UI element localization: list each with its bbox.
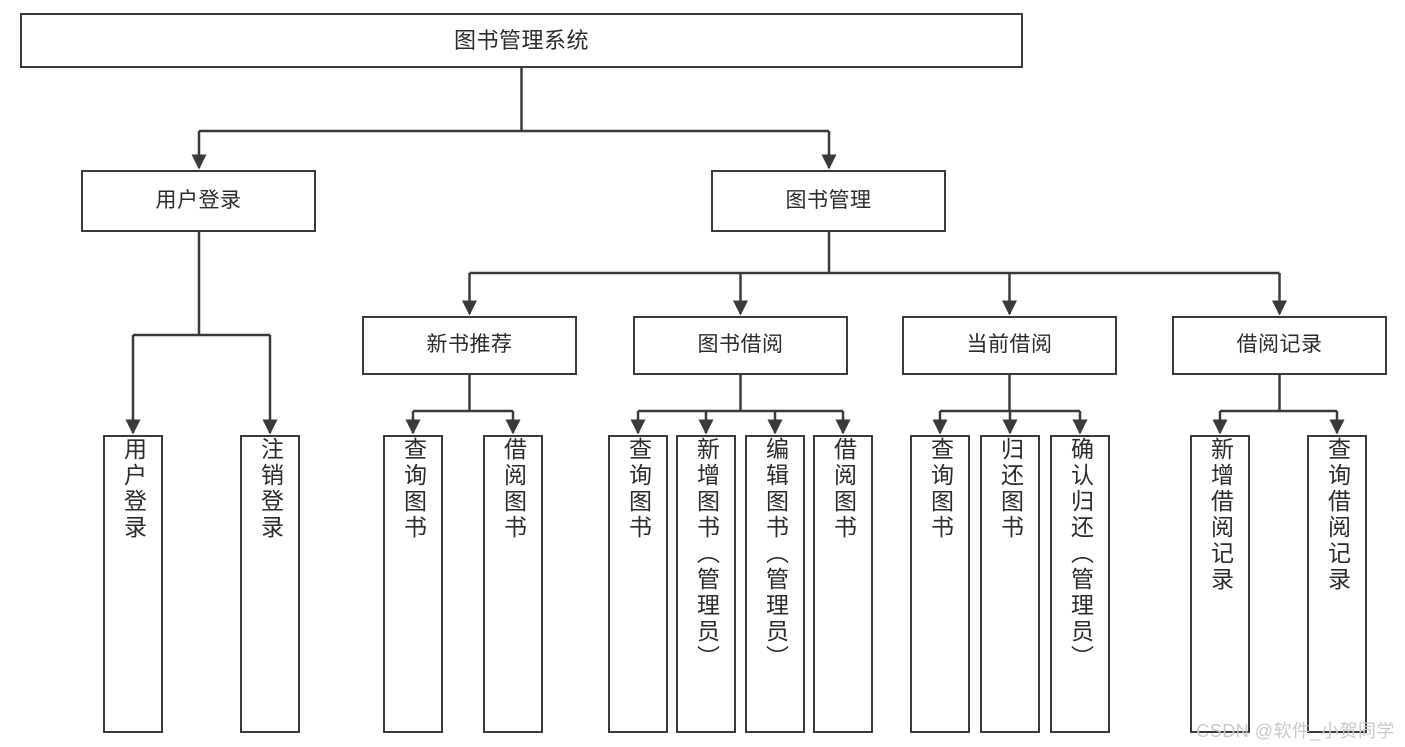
node-label: 用户登录: [155, 188, 242, 212]
node-leaf-query-book-current[interactable]: 查询图书: [910, 435, 970, 733]
node-leaf-query-book-borrow[interactable]: 查询图书: [608, 435, 668, 733]
node-label: 注销登录: [257, 437, 284, 541]
node-leaf-query-book-newbook[interactable]: 查询图书: [383, 435, 443, 733]
node-label: 确认归还（管理员）: [1067, 437, 1094, 671]
node-label: 查询图书: [400, 437, 427, 541]
node-label: 借阅记录: [1236, 333, 1323, 357]
node-root-label: 图书管理系统: [453, 27, 589, 53]
node-label: 新增图书（管理员）: [693, 437, 720, 671]
node-level3-book-borrow[interactable]: 图书借阅: [633, 316, 848, 375]
node-label: 用户登录: [120, 437, 147, 541]
node-leaf-user-login[interactable]: 用户登录: [103, 435, 163, 733]
node-label: 查询图书: [625, 437, 652, 541]
node-root[interactable]: 图书管理系统: [20, 13, 1023, 68]
node-level3-new-book-recommend[interactable]: 新书推荐: [362, 316, 577, 375]
node-leaf-edit-book-admin[interactable]: 编辑图书（管理员）: [745, 435, 805, 733]
node-level3-borrow-record[interactable]: 借阅记录: [1172, 316, 1387, 375]
watermark-text: CSDN @软件_小贺同学: [1196, 721, 1395, 741]
node-label: 借阅图书: [500, 437, 527, 541]
node-leaf-return-book[interactable]: 归还图书: [980, 435, 1040, 733]
node-leaf-add-borrow-record[interactable]: 新增借阅记录: [1190, 435, 1250, 733]
node-leaf-add-book-admin[interactable]: 新增图书（管理员）: [676, 435, 736, 733]
node-level3-current-borrow[interactable]: 当前借阅: [902, 316, 1117, 375]
node-label: 当前借阅: [966, 333, 1053, 357]
node-label: 查询图书: [927, 437, 954, 541]
node-level2-book-management[interactable]: 图书管理: [711, 170, 946, 232]
node-leaf-logout[interactable]: 注销登录: [240, 435, 300, 733]
node-leaf-confirm-return-admin[interactable]: 确认归还（管理员）: [1050, 435, 1110, 733]
node-label: 归还图书: [997, 437, 1024, 541]
node-label: 查询借阅记录: [1324, 437, 1351, 593]
node-leaf-borrow-book-newbook[interactable]: 借阅图书: [483, 435, 543, 733]
node-level2-user-login[interactable]: 用户登录: [81, 170, 316, 232]
node-label: 新书推荐: [426, 333, 513, 357]
node-label: 新增借阅记录: [1207, 437, 1234, 593]
node-label: 借阅图书: [830, 437, 857, 541]
node-label: 图书管理: [785, 188, 872, 212]
node-leaf-borrow-book[interactable]: 借阅图书: [813, 435, 873, 733]
node-label: 编辑图书（管理员）: [762, 437, 789, 671]
node-leaf-query-borrow-record[interactable]: 查询借阅记录: [1307, 435, 1367, 733]
node-label: 图书借阅: [697, 333, 784, 357]
